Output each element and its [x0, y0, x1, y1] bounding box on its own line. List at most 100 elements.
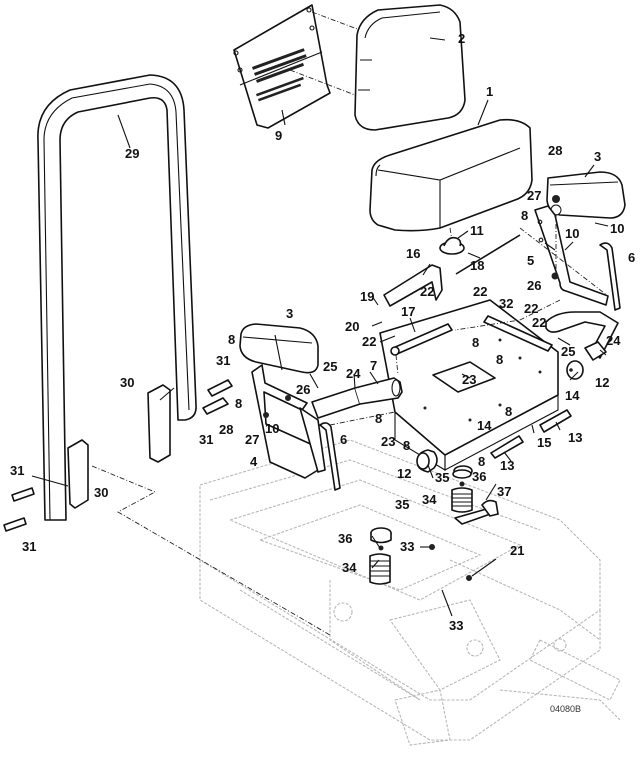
callout-8d: 8 — [472, 335, 479, 350]
seat-back-bracket — [233, 4, 331, 129]
callout-30a: 30 — [120, 375, 134, 390]
callout-1: 1 — [486, 84, 493, 99]
mount-plate-upper — [147, 384, 171, 463]
callout-22d: 22 — [524, 301, 538, 316]
callout-10c: 10 — [265, 421, 279, 436]
armrest-rod-left — [319, 422, 341, 491]
callout-8c: 8 — [235, 396, 242, 411]
mount-plate-lower — [67, 439, 89, 509]
callout-9: 9 — [275, 128, 282, 143]
callout-10b: 10 — [610, 221, 624, 236]
callout-12b: 12 — [397, 466, 411, 481]
callout-34a: 34 — [422, 492, 437, 507]
armrest-left — [239, 323, 319, 374]
callout-17: 17 — [401, 304, 415, 319]
gas-strut — [311, 377, 403, 419]
seat-cushion — [369, 118, 533, 232]
seat-pan-strip — [483, 315, 553, 352]
callout-27b: 27 — [527, 188, 541, 203]
drawing-id: 04080B — [550, 704, 581, 714]
callout-13a: 13 — [568, 430, 582, 445]
callout-12a: 12 — [595, 375, 609, 390]
callout-26b: 26 — [527, 278, 541, 293]
callout-21: 21 — [510, 543, 524, 558]
seat-adjust-handle — [383, 264, 443, 307]
callout-8e: 8 — [496, 352, 503, 367]
callout-14b: 14 — [477, 418, 492, 433]
spring-assembly-left — [369, 527, 392, 585]
callout-32: 32 — [499, 296, 513, 311]
armrest-rod-right — [599, 242, 621, 311]
callout-8b: 8 — [228, 332, 235, 347]
callout-23a: 23 — [462, 372, 476, 387]
callout-35b: 35 — [395, 497, 409, 512]
callout-22e: 22 — [532, 315, 546, 330]
callout-6-right: 6 — [628, 250, 635, 265]
callout-8i: 8 — [478, 454, 485, 469]
callout-29: 29 — [125, 146, 139, 161]
callout-5: 5 — [527, 253, 534, 268]
callout-25a: 25 — [323, 359, 337, 374]
callout-6-left: 6 — [340, 432, 347, 447]
pivot-pins — [490, 409, 572, 459]
callout-8f: 8 — [375, 411, 382, 426]
callout-20: 20 — [345, 319, 359, 334]
callout-8g: 8 — [403, 438, 410, 453]
seat-switch — [439, 236, 465, 255]
callout-labels: 2 1 3 3 4 5 6 6 7 8 8 8 8 8 8 8 8 8 9 10… — [10, 31, 635, 714]
callout-28b: 28 — [548, 143, 562, 158]
callout-19: 19 — [360, 289, 374, 304]
callout-36b: 36 — [338, 531, 352, 546]
callout-28a: 28 — [219, 422, 233, 437]
callout-25b: 25 — [561, 344, 575, 359]
bolts-31 — [3, 379, 233, 532]
armrest-bracket-left — [251, 364, 326, 479]
callout-22a: 22 — [420, 284, 434, 299]
callout-31a: 31 — [216, 353, 230, 368]
bumper-left — [416, 449, 438, 473]
callout-35a: 35 — [435, 470, 449, 485]
bolt-21 — [466, 575, 472, 581]
callout-18: 18 — [470, 258, 484, 273]
roll-bar — [37, 74, 197, 521]
callout-3-right: 3 — [594, 149, 601, 164]
rod — [455, 234, 521, 275]
spring-assembly-right — [451, 465, 499, 525]
callout-33b: 33 — [449, 618, 463, 633]
callout-31c: 31 — [10, 463, 24, 478]
mower-frame — [199, 439, 621, 746]
seat-latch — [545, 311, 619, 361]
callout-31b: 31 — [199, 432, 213, 447]
callout-22b: 22 — [362, 334, 376, 349]
bumper-right — [566, 360, 584, 380]
callout-15: 15 — [537, 435, 551, 450]
callout-13b: 13 — [500, 458, 514, 473]
callout-34b: 34 — [342, 560, 357, 575]
callout-2: 2 — [458, 31, 465, 46]
callout-31d: 31 — [22, 539, 36, 554]
callout-22c: 22 — [473, 284, 487, 299]
callout-8a: 8 — [521, 208, 528, 223]
callout-37: 37 — [497, 484, 511, 499]
armrest-bracket-right — [534, 205, 609, 306]
leader-lines — [31, 37, 609, 617]
callout-7: 7 — [370, 358, 377, 373]
callout-11: 11 — [470, 223, 484, 238]
callout-26a: 26 — [296, 382, 310, 397]
callout-33a: 33 — [400, 539, 414, 554]
callout-8h: 8 — [505, 404, 512, 419]
callout-24b: 24 — [606, 333, 621, 348]
callout-36a: 36 — [472, 469, 486, 484]
nut-33 — [429, 544, 435, 550]
callout-3-left: 3 — [286, 306, 293, 321]
callout-30b: 30 — [94, 485, 108, 500]
seat-back — [354, 4, 466, 131]
callout-4: 4 — [250, 454, 258, 469]
callout-24a: 24 — [346, 366, 361, 381]
callout-16: 16 — [406, 246, 420, 261]
adjuster-rod — [390, 323, 453, 356]
callout-23b: 23 — [381, 434, 395, 449]
callout-27a: 27 — [245, 432, 259, 447]
callout-10a: 10 — [565, 226, 579, 241]
